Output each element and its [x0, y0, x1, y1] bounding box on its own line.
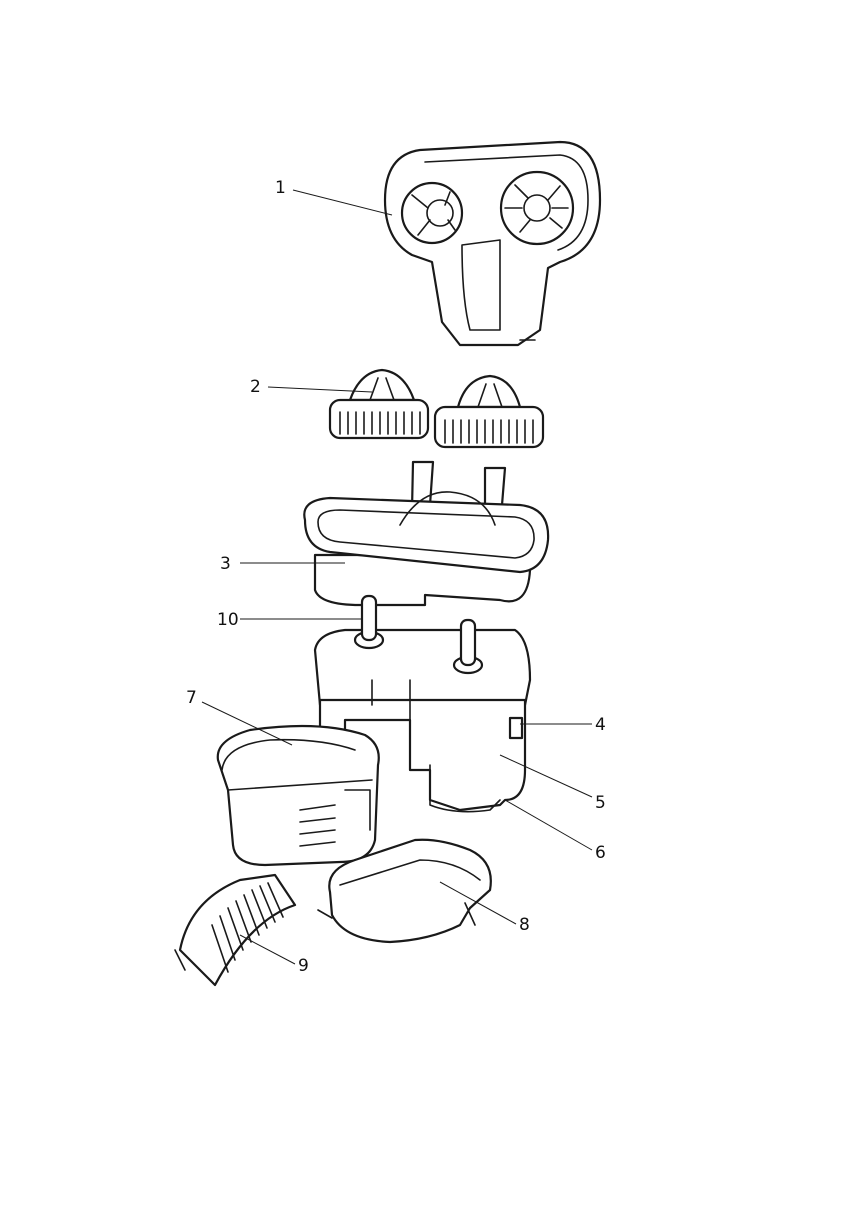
callout-1: 1	[275, 178, 286, 198]
callout-2: 2	[250, 377, 261, 397]
part-juice-tray	[304, 462, 548, 605]
callout-3: 3	[220, 554, 231, 574]
callout-5: 5	[595, 793, 606, 813]
part-pulp-container	[218, 726, 379, 865]
callout-7: 7	[186, 688, 197, 708]
callout-9: 9	[298, 956, 309, 976]
leader-1	[293, 190, 392, 215]
callout-4: 4	[595, 715, 606, 735]
part-reamers	[330, 370, 543, 447]
leader-6	[505, 800, 592, 850]
part-strainer	[175, 875, 295, 985]
callout-8: 8	[519, 915, 530, 935]
callout-10: 10	[217, 610, 239, 630]
part-top-frame	[385, 142, 600, 345]
leader-9	[240, 935, 295, 964]
callout-6: 6	[595, 843, 606, 863]
